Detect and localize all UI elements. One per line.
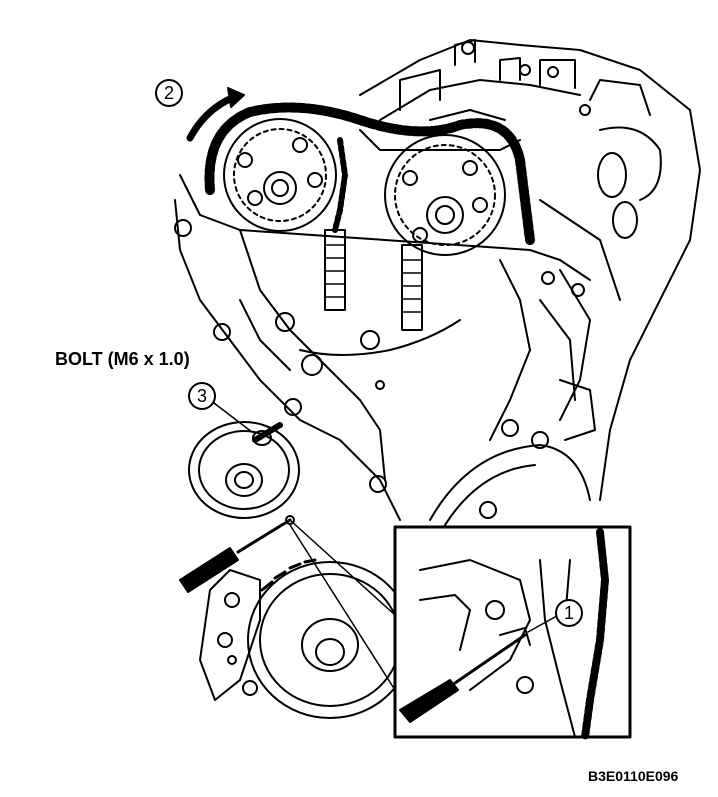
timing-chain bbox=[204, 102, 535, 245]
rotation-arrow bbox=[186, 87, 245, 142]
figure-code: B3E0110E096 bbox=[588, 768, 679, 784]
guide-lines bbox=[289, 519, 396, 691]
callout-3: 3 bbox=[188, 382, 216, 410]
exhaust-camshaft-sprocket bbox=[384, 134, 506, 256]
tensioner-shafts bbox=[324, 229, 423, 331]
lower-bracket bbox=[199, 569, 261, 701]
callout-2: 2 bbox=[155, 79, 183, 107]
engine-front-cover bbox=[174, 174, 596, 521]
intake-camshaft-sprocket bbox=[223, 118, 337, 232]
bolt-icon bbox=[252, 422, 283, 446]
water-pump-pulley bbox=[429, 444, 591, 526]
crankshaft-pulley bbox=[247, 558, 413, 719]
bolt-label: BOLT (M6 x 1.0) bbox=[55, 349, 190, 369]
callout-1: 1 bbox=[555, 599, 583, 627]
detail-inset bbox=[393, 525, 632, 741]
screwdriver-left bbox=[179, 515, 295, 593]
cylinder-head bbox=[359, 39, 701, 501]
idler-pulley bbox=[188, 421, 300, 519]
leader-lines bbox=[209, 399, 556, 633]
